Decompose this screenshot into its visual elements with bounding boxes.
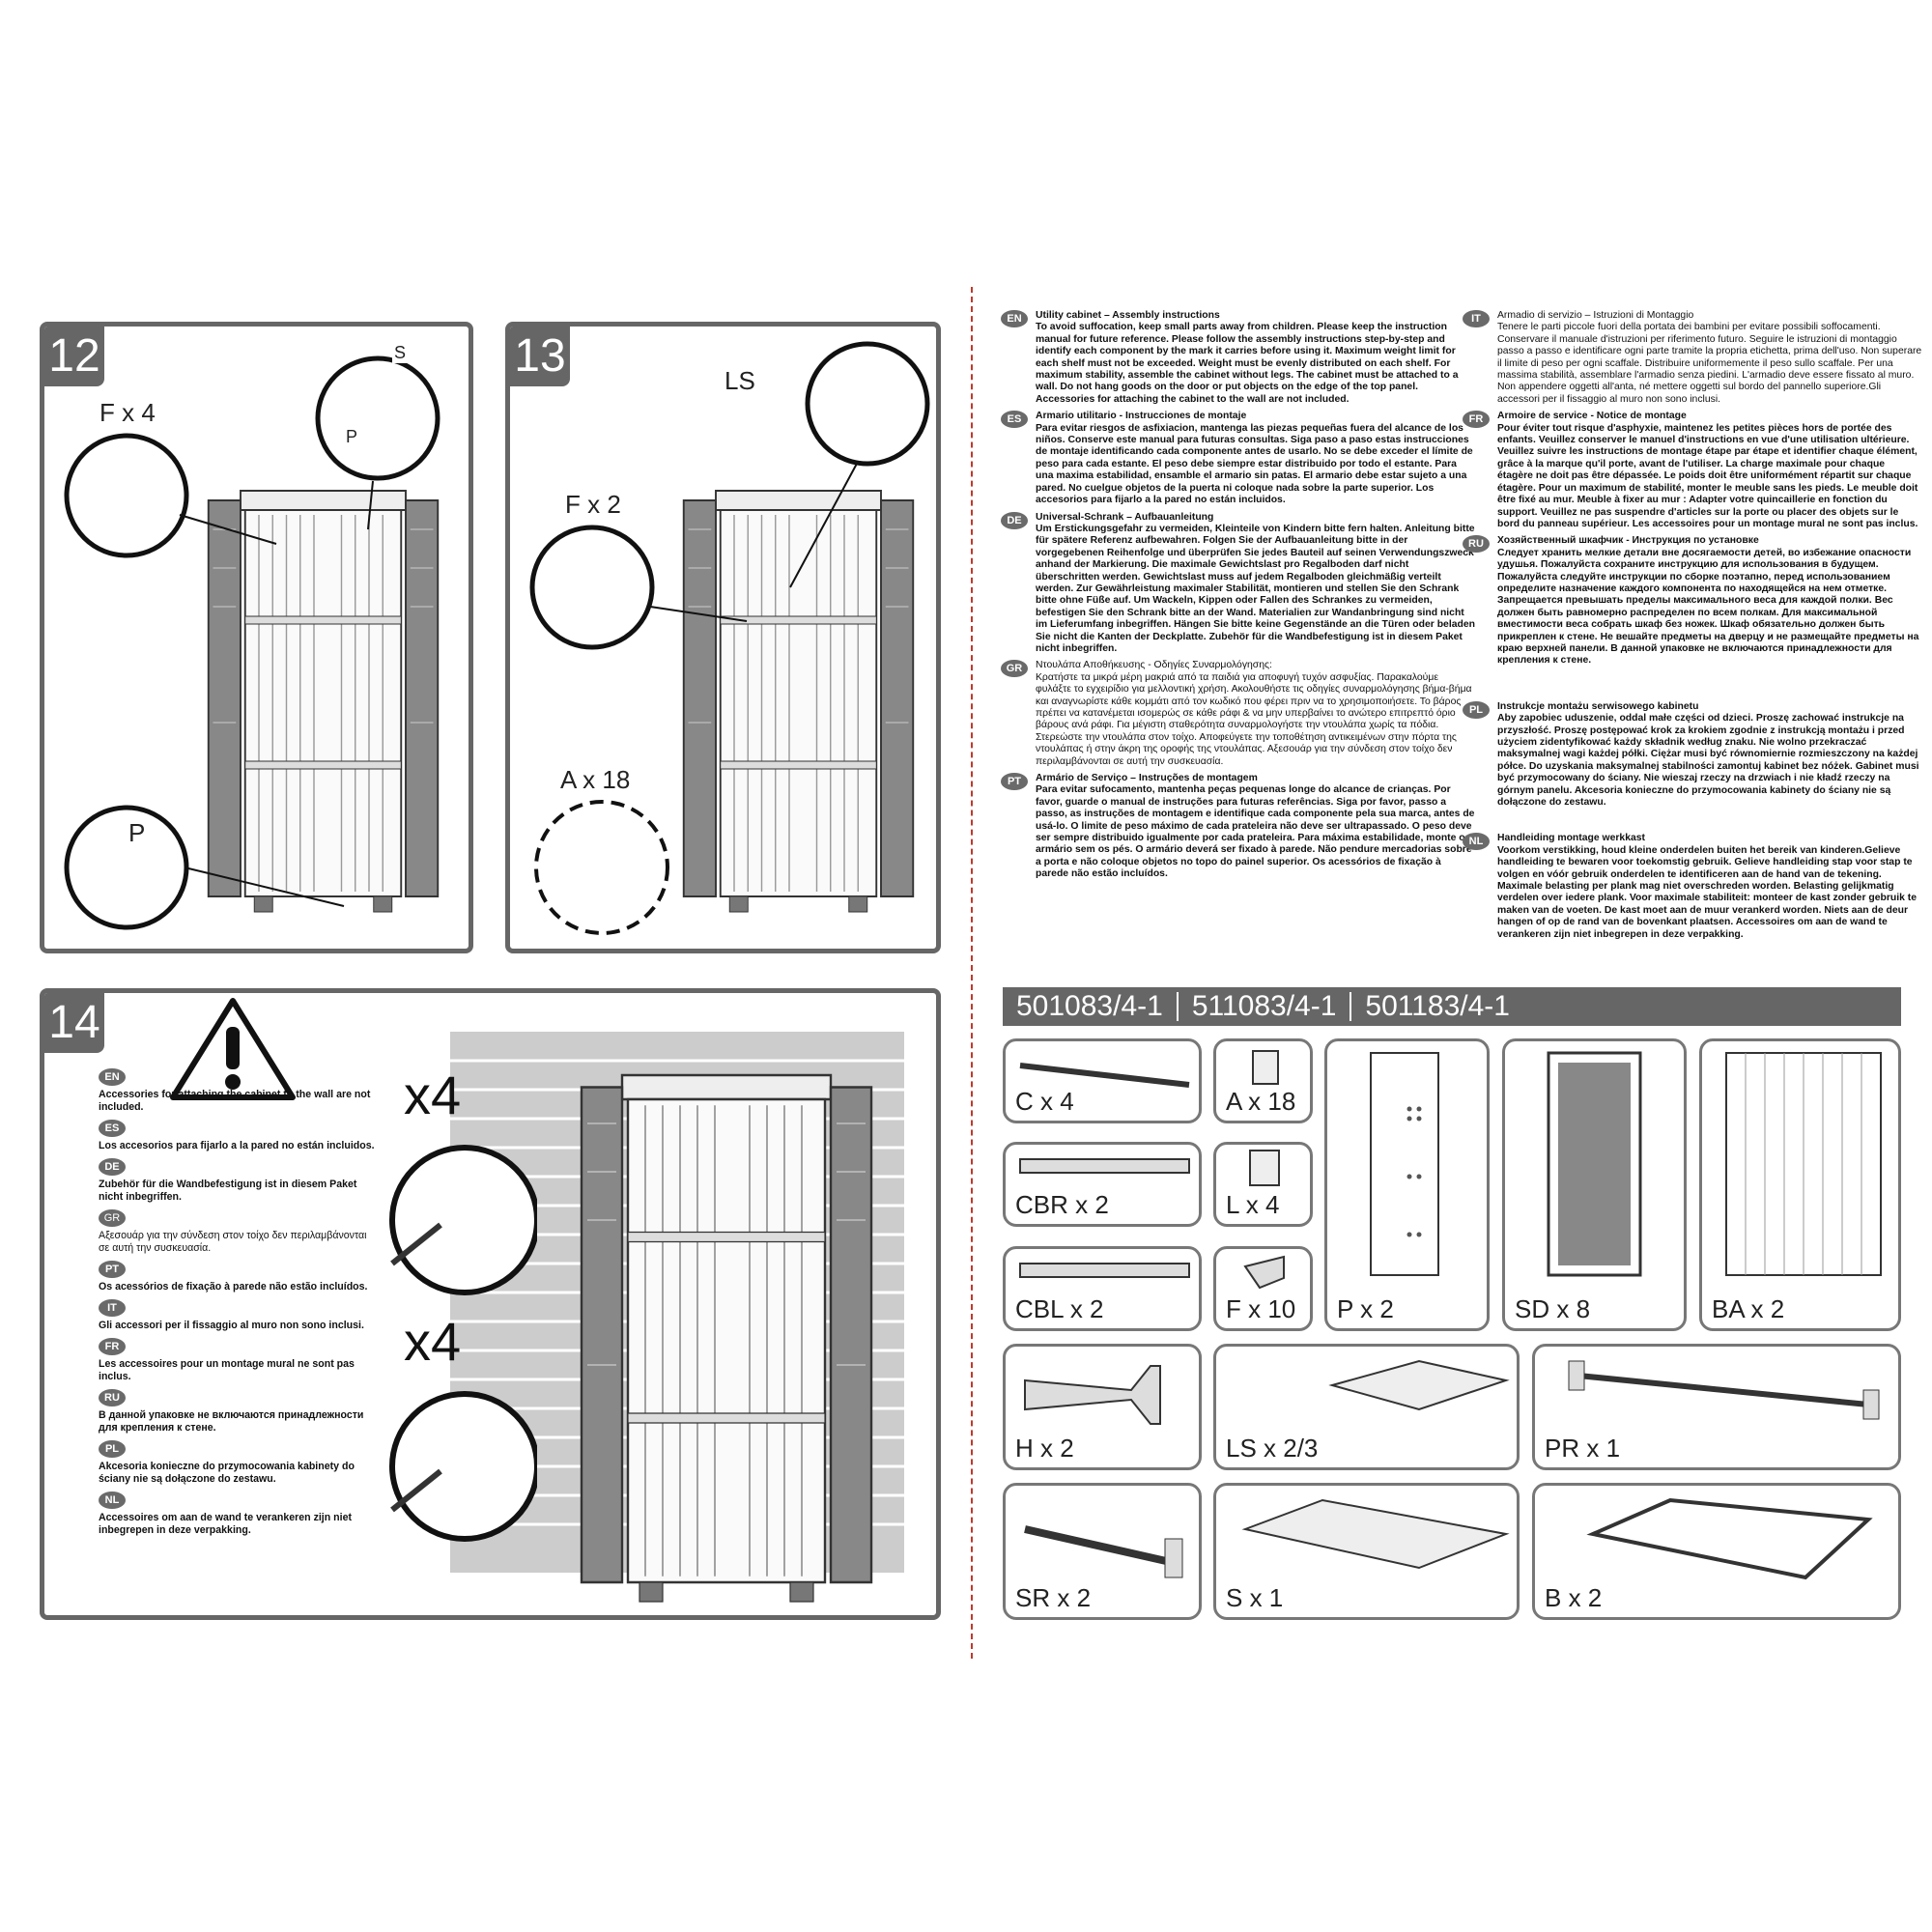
- part-label-ls: LS: [723, 366, 757, 395]
- part-label-p2: P: [127, 818, 148, 847]
- part-pr: PR x 1: [1532, 1344, 1901, 1470]
- part-s: S x 1: [1213, 1483, 1520, 1620]
- part-cbl: CBL x 2: [1003, 1246, 1202, 1331]
- part-l: L x 4: [1213, 1142, 1313, 1227]
- part-label-f: F x 2: [563, 490, 623, 519]
- part-b: B x 2: [1532, 1483, 1901, 1620]
- step-13-panel: 13 LS F x 2 A x 18: [505, 322, 941, 953]
- model-number: 511083/4-1: [1191, 990, 1337, 1022]
- step-number: 12: [44, 327, 104, 386]
- screw-count-bottom: x4: [404, 1311, 462, 1372]
- part-sr: SR x 2: [1003, 1483, 1202, 1620]
- part-f: F x 10: [1213, 1246, 1313, 1331]
- part-a: A x 18: [1213, 1038, 1313, 1123]
- page-fold-divider: [971, 287, 973, 1659]
- warning-icon: [170, 998, 296, 1100]
- model-number: 501083/4-1: [1016, 990, 1163, 1022]
- model-number-bar: 501083/4-1 511083/4-1 501183/4-1: [1003, 987, 1901, 1026]
- step-number: 14: [44, 993, 104, 1053]
- part-ba: BA x 2: [1699, 1038, 1901, 1331]
- step-13-illustration: [529, 341, 930, 935]
- step-number: 13: [510, 327, 570, 386]
- screw-detail: [389, 1145, 537, 1542]
- screw-count-top: x4: [404, 1065, 462, 1125]
- step-12-illustration: [64, 355, 440, 930]
- part-c: C x 4: [1003, 1038, 1202, 1123]
- part-label-f: F x 4: [98, 398, 157, 427]
- part-h: H x 2: [1003, 1344, 1202, 1470]
- part-sd: SD x 8: [1502, 1038, 1687, 1331]
- part-cbr: CBR x 2: [1003, 1142, 1202, 1227]
- step-12-panel: 12 F x 4 S P P: [40, 322, 473, 953]
- part-label-a: A x 18: [558, 765, 633, 794]
- part-label-p: P: [344, 427, 360, 447]
- model-number: 501183/4-1: [1365, 990, 1510, 1022]
- part-label-s: S: [392, 343, 409, 363]
- part-p: P x 2: [1324, 1038, 1490, 1331]
- part-ls: LS x 2/3: [1213, 1344, 1520, 1470]
